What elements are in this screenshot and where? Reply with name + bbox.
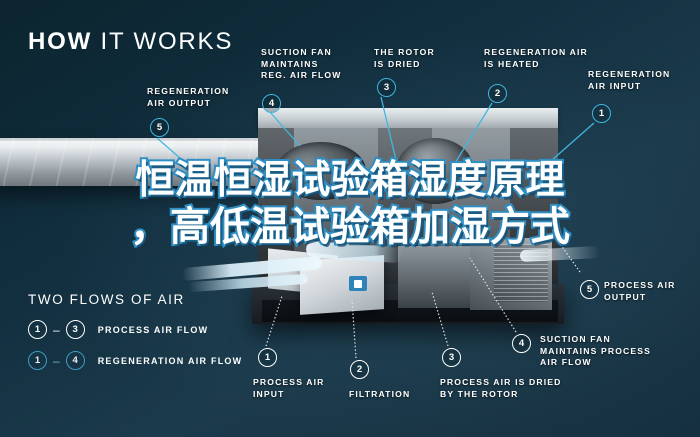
legend-chip-from: 1: [28, 320, 47, 339]
callout-label-regeneration-air-heated: REGENERATION AIR IS HEATED: [484, 47, 588, 69]
legend-chip-to: 3: [65, 320, 85, 339]
page-title-bold: HOW: [28, 28, 93, 55]
callout-marker-process-air-output[interactable]: 5: [580, 280, 599, 299]
callout-marker-regeneration-air-heated[interactable]: 2: [488, 84, 507, 103]
page-title: HOW IT WORKS: [28, 28, 233, 56]
legend-row: 1–4 REGENERATION AIR FLOW: [28, 351, 242, 370]
overlay-headline-line-2: ，高低温试验箱加湿方式: [128, 202, 572, 252]
legend: TWO FLOWS OF AIR 1–3 PROCESS AIR FLOW 1–4 R…: [28, 292, 242, 382]
callout-label-process-air-input: PROCESS AIR INPUT: [253, 377, 325, 399]
callout-label-suction-fan-process: SUCTION FAN MAINTAINS PROCESS AIR FLOW: [540, 334, 652, 367]
legend-rows: 1–3 PROCESS AIR FLOW 1–4 REGENERATION AIR F…: [28, 320, 242, 370]
callout-marker-process-air-dried-by-rotor[interactable]: 3: [442, 348, 461, 367]
overlay-headline: 恒温恒湿试验箱湿度原理 ，高低温试验箱加湿方式: [0, 156, 700, 252]
callout-marker-suction-fan-process[interactable]: 4: [512, 334, 531, 353]
callout-label-rotor-is-dried: THE ROTOR IS DRIED: [374, 47, 435, 69]
callout-label-regeneration-air-input: REGENERATION AIR INPUT: [588, 69, 671, 91]
callout-label-regeneration-air-output: REGENERATION AIR OUTPUT: [147, 86, 230, 108]
callout-marker-rotor-is-dried[interactable]: 3: [377, 78, 396, 97]
legend-row: 1–3 PROCESS AIR FLOW: [28, 320, 242, 339]
callout-label-process-air-output: PROCESS AIR OUTPUT: [604, 280, 676, 302]
legend-chip-from: 1: [28, 351, 47, 370]
callout-label-suction-fan-reg: SUCTION FAN MAINTAINS REG. AIR FLOW: [261, 47, 342, 80]
callout-label-process-air-dried-by-rotor: PROCESS AIR IS DRIED BY THE ROTOR: [440, 377, 562, 399]
callout-marker-suction-fan-reg[interactable]: 4: [262, 94, 281, 113]
legend-title: TWO FLOWS OF AIR: [28, 292, 185, 307]
legend-label: PROCESS AIR FLOW: [97, 324, 209, 335]
callout-marker-regeneration-air-output[interactable]: 5: [150, 118, 169, 137]
legend-label: REGENERATION AIR FLOW: [97, 355, 243, 366]
callout-marker-process-air-input[interactable]: 1: [258, 348, 277, 367]
legend-dash: –: [53, 322, 60, 337]
legend-dash: –: [53, 353, 60, 368]
cabinet-top-panel: [258, 108, 558, 130]
legend-chip-to: 4: [65, 351, 85, 370]
callout-marker-regeneration-air-input[interactable]: 1: [592, 104, 611, 123]
callout-label-filtration: FILTRATION: [349, 389, 411, 399]
site-logo-watermark-icon: [349, 276, 367, 291]
cabinet-body: [258, 128, 558, 286]
page-title-rest: IT WORKS: [100, 28, 234, 55]
overlay-headline-line-1: 恒温恒湿试验箱湿度原理: [133, 156, 566, 205]
callout-marker-filtration[interactable]: 2: [350, 360, 369, 379]
